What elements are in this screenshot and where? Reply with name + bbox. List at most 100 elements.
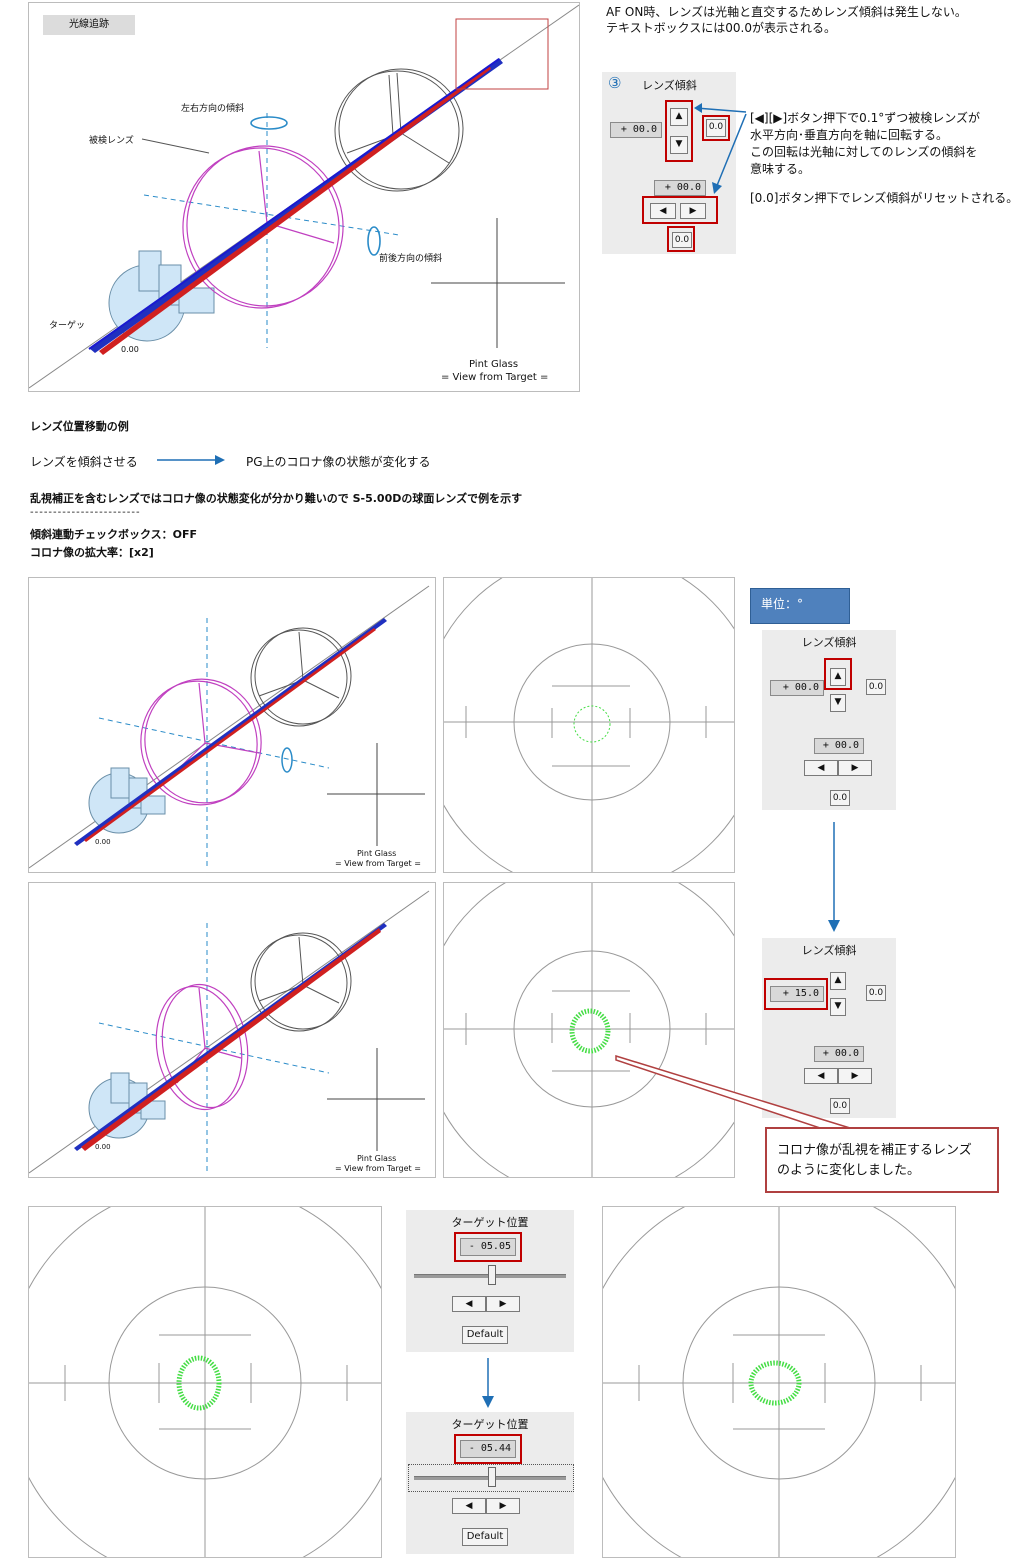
lens-tilt-title: レンズ傾斜 bbox=[801, 944, 857, 957]
pint-glass-subtitle: = View from Target = bbox=[441, 372, 549, 383]
lens-tilt-panel: ③ レンズ傾斜 + 00.0 ▲ ▼ 0.0 + 00.0 ◀ ▶ 0.0 bbox=[602, 72, 736, 254]
tilt-value-main[interactable]: + 00.0 bbox=[770, 680, 824, 696]
tilt-up-button[interactable]: ▲ bbox=[830, 972, 846, 990]
tilt-view-before: Pint Glass = View from Target = 0.00 bbox=[28, 577, 436, 873]
target-left-button[interactable]: ◀ bbox=[452, 1296, 486, 1312]
af-note: AF ON時、レンズは光軸と直交するためレンズ傾斜は発生しない。 テキストボック… bbox=[606, 4, 967, 36]
up-highlight bbox=[824, 658, 852, 690]
tilt-up-button[interactable]: ▲ bbox=[830, 668, 846, 686]
tilt-value-main[interactable]: + 15.0 bbox=[770, 986, 824, 1002]
tilt-value-sub[interactable]: + 00.0 bbox=[814, 738, 864, 754]
slider-focus-box bbox=[408, 1464, 574, 1492]
tilt-note-line3: この回転は光軸に対してのレンズの傾斜を bbox=[750, 145, 978, 159]
lens-tilt-title: レンズ傾斜 bbox=[801, 636, 857, 649]
flow-left: レンズを傾斜させる bbox=[30, 455, 138, 469]
checkbox-line: 傾斜連動チェックボックス：OFF bbox=[30, 528, 198, 541]
flow-right: PG上のコロナ像の状態が変化する bbox=[246, 455, 431, 469]
tilt-view-after: Pint Glass = View from Target = 0.00 bbox=[28, 882, 436, 1178]
tilt-note: [◀][▶]ボタン押下で0.1°ずつ被検レンズが 水平方向･垂直方向を軸に回転す… bbox=[750, 110, 1018, 207]
tracing-label: 光線追跡 bbox=[43, 15, 135, 35]
pint-glass-title: Pint Glass bbox=[357, 1154, 397, 1163]
pint-glass-before bbox=[443, 577, 735, 873]
leftright-highlight bbox=[642, 196, 718, 224]
value-highlight bbox=[764, 978, 828, 1010]
lens-tilt-title: レンズ傾斜 bbox=[642, 79, 697, 92]
tilt-down-button[interactable]: ▼ bbox=[830, 694, 846, 712]
target-value[interactable]: - 05.44 bbox=[460, 1440, 516, 1458]
tilt-value-sub[interactable]: + 00.0 bbox=[814, 1046, 864, 1062]
target-slider-thumb[interactable] bbox=[488, 1467, 496, 1487]
tilt-right-button[interactable]: ▶ bbox=[838, 1068, 872, 1084]
lr-tilt-label: 左右方向の傾斜 bbox=[181, 104, 245, 114]
tilt-reset-button-2[interactable]: 0.0 bbox=[672, 232, 692, 248]
af-note-line2: テキストボックスには00.0が表示される。 bbox=[606, 21, 837, 35]
tilt-down-button[interactable]: ▼ bbox=[830, 998, 846, 1016]
tilt-value-main[interactable]: + 00.0 bbox=[610, 122, 662, 138]
tilt-reset-button[interactable]: 0.0 bbox=[866, 679, 886, 695]
target-slider-thumb[interactable] bbox=[488, 1265, 496, 1285]
tilt-note-line4: 意味する。 bbox=[750, 162, 811, 176]
lens-tilt-panel-after: レンズ傾斜 + 15.0 ▲ ▼ 0.0 + 00.0 ◀ ▶ 0.0 bbox=[762, 938, 896, 1118]
pint-glass-after bbox=[443, 882, 735, 1178]
unit-badge: 単位：° bbox=[750, 588, 850, 624]
af-note-line1: AF ON時、レンズは光軸と直交するためレンズ傾斜は発生しない。 bbox=[606, 5, 967, 19]
target-title: ターゲット位置 bbox=[451, 1418, 529, 1431]
tilt-left-button[interactable]: ◀ bbox=[650, 203, 676, 219]
down-arrow-2 bbox=[482, 1358, 494, 1408]
down-arrow bbox=[828, 822, 840, 932]
pint-glass-subtitle: = View from Target = bbox=[335, 859, 421, 868]
tilt-reset-button-2[interactable]: 0.0 bbox=[830, 790, 850, 806]
callout-box: コロナ像が乱視を補正するレンズ のように変化しました。 bbox=[765, 1127, 999, 1193]
lens-tilt-panel-before: レンズ傾斜 + 00.0 ▲ ▼ 0.0 + 00.0 ◀ ▶ 0.0 bbox=[762, 630, 896, 810]
target-value: 0.00 bbox=[95, 1143, 111, 1151]
target-default-button[interactable]: Default bbox=[462, 1528, 508, 1546]
callout-line2: のように変化しました。 bbox=[777, 1163, 921, 1178]
zoom-line: コロナ像の拡大率：[x2] bbox=[30, 546, 154, 559]
target-position-panel-after: ターゲット位置 - 05.44 ◀ ▶ Default bbox=[406, 1412, 574, 1554]
tilt-note-line5: [0.0]ボタン押下でレンズ傾斜がリセットされる。 bbox=[750, 191, 1019, 205]
tilt-left-button[interactable]: ◀ bbox=[804, 760, 838, 776]
tilt-up-button[interactable]: ▲ bbox=[670, 108, 688, 126]
target-title: ターゲット位置 bbox=[451, 1216, 529, 1229]
panel-number: ③ bbox=[608, 74, 622, 92]
tilt-note-line2: 水平方向･垂直方向を軸に回転する。 bbox=[750, 128, 949, 142]
tilt-right-button[interactable]: ▶ bbox=[680, 203, 706, 219]
tilt-down-button[interactable]: ▼ bbox=[670, 136, 688, 154]
explain-text: 乱視補正を含むレンズではコロナ像の状態変化が分かり難いので S-5.00Dの球面… bbox=[30, 492, 523, 505]
reset-highlight bbox=[702, 115, 730, 141]
pint-glass-title: Pint Glass bbox=[357, 849, 397, 858]
target-right-button[interactable]: ▶ bbox=[486, 1498, 520, 1514]
tilt-reset-button[interactable]: 0.0 bbox=[866, 985, 886, 1001]
section-heading: レンズ位置移動の例 bbox=[30, 420, 129, 433]
target-value-highlight bbox=[454, 1434, 522, 1464]
unit-badge-text: 単位：° bbox=[761, 597, 804, 611]
target-value: 0.00 bbox=[95, 838, 111, 846]
target-left-button[interactable]: ◀ bbox=[452, 1498, 486, 1514]
ray-tracing-view: 光線追跡 左右方向の傾斜 前後方向の傾斜 被検レンズ ターゲッ 0.00 Pin… bbox=[28, 2, 580, 392]
tilt-left-button[interactable]: ◀ bbox=[804, 1068, 838, 1084]
tilt-value-sub[interactable]: + 00.0 bbox=[654, 180, 706, 196]
target-value-highlight bbox=[454, 1232, 522, 1262]
dashes: ------------------------ bbox=[30, 507, 141, 518]
tilt-reset-button[interactable]: 0.0 bbox=[706, 119, 726, 137]
pint-glass-target-after bbox=[602, 1206, 956, 1558]
reset2-highlight bbox=[667, 226, 695, 252]
target-position-panel-before: ターゲット位置 - 05.05 ◀ ▶ Default bbox=[406, 1210, 574, 1352]
target-value[interactable]: - 05.05 bbox=[460, 1238, 516, 1256]
flow-arrow bbox=[157, 455, 225, 465]
updown-highlight bbox=[665, 100, 693, 162]
tilt-note-line1: [◀][▶]ボタン押下で0.1°ずつ被検レンズが bbox=[750, 111, 981, 125]
note-arrows bbox=[694, 103, 747, 194]
lens-label: 被検レンズ bbox=[89, 136, 134, 146]
target-right-button[interactable]: ▶ bbox=[486, 1296, 520, 1312]
tilt-right-button[interactable]: ▶ bbox=[838, 760, 872, 776]
target-value: 0.00 bbox=[121, 345, 139, 354]
tilt-reset-button-2[interactable]: 0.0 bbox=[830, 1098, 850, 1114]
pint-glass-subtitle: = View from Target = bbox=[335, 1164, 421, 1173]
fb-tilt-label: 前後方向の傾斜 bbox=[379, 254, 443, 264]
pint-glass-target-before bbox=[28, 1206, 382, 1558]
target-label: ターゲッ bbox=[49, 321, 86, 331]
pint-glass-title: Pint Glass bbox=[469, 359, 519, 370]
callout-line1: コロナ像が乱視を補正するレンズ bbox=[777, 1143, 972, 1158]
target-default-button[interactable]: Default bbox=[462, 1326, 508, 1344]
